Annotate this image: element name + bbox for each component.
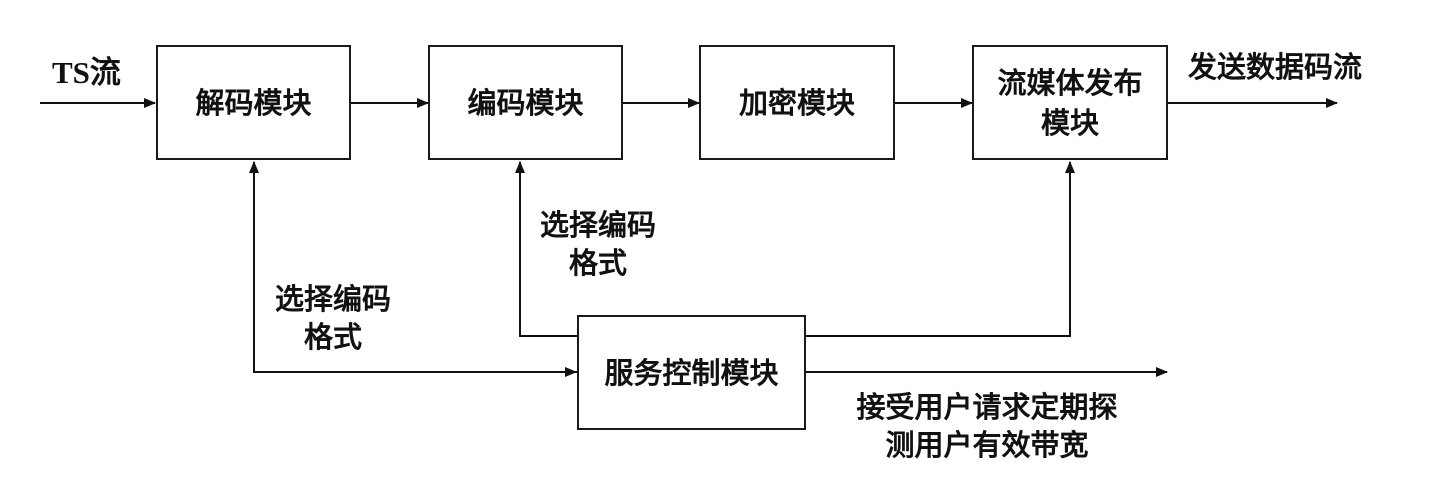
streaming-publish-module: 流媒体发布 模块 bbox=[972, 45, 1168, 160]
select-format-label-left: 选择编码 格式 bbox=[268, 280, 398, 356]
service-output-line2: 测用户有效带宽 bbox=[885, 428, 1089, 462]
service-to-publish-arrow bbox=[805, 161, 1075, 337]
service-to-decode-arrow bbox=[249, 161, 577, 373]
output-stream-label: 发送数据码流 bbox=[1188, 50, 1363, 84]
service-output-label: 接受用户请求定期探 测用户有效带宽 bbox=[822, 388, 1152, 464]
ts-input-label: TS流 bbox=[52, 55, 121, 90]
publish-module-label-line1: 流媒体发布 bbox=[997, 65, 1143, 100]
service-control-module-label: 服务控制模块 bbox=[604, 355, 779, 390]
decode-module: 解码模块 bbox=[156, 45, 351, 160]
select-format-left-line2: 格式 bbox=[303, 320, 362, 354]
service-control-module: 服务控制模块 bbox=[577, 315, 806, 430]
encode-module-label: 编码模块 bbox=[467, 85, 584, 120]
select-format-label-mid: 选择编码 格式 bbox=[533, 206, 663, 282]
service-to-encode-arrow bbox=[515, 161, 577, 337]
service-output-line1: 接受用户请求定期探 bbox=[856, 390, 1118, 424]
encrypt-module: 加密模块 bbox=[699, 45, 895, 160]
encode-module: 编码模块 bbox=[428, 45, 623, 160]
select-format-mid-line1: 选择编码 bbox=[539, 208, 656, 242]
publish-module-label-line2: 模块 bbox=[1040, 105, 1099, 140]
encrypt-module-label: 加密模块 bbox=[738, 85, 855, 120]
select-format-left-line1: 选择编码 bbox=[274, 282, 391, 316]
select-format-mid-line2: 格式 bbox=[568, 246, 627, 280]
decode-module-label: 解码模块 bbox=[195, 85, 312, 120]
